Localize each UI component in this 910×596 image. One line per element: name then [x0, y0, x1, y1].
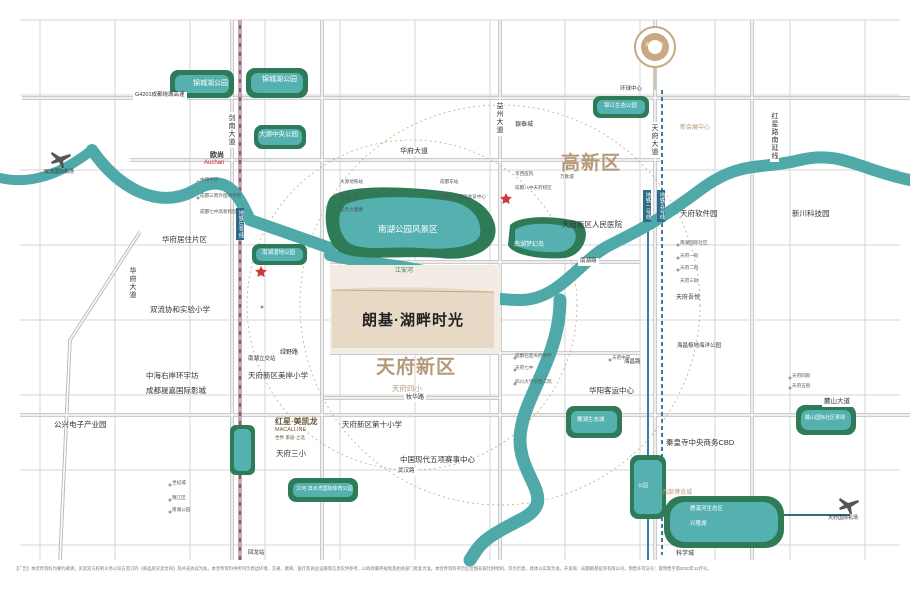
landmark-renmin-hospital: 天府新区人民医院 [562, 220, 622, 229]
park-nanhu-wetland: 南湖湿地公园 [262, 250, 296, 256]
metro-line5: 地铁五号线 [657, 190, 665, 222]
landmark-tianfu3: 天府三小 [276, 449, 306, 458]
park-lushan: 麓山国际社区果球 [805, 415, 846, 421]
landmark-tianfu10: 天府新区第十小学 [342, 420, 402, 429]
park-jincheng-2: 锦城湖公园 [262, 76, 297, 83]
metro-line18: 地铁18号线 [236, 208, 244, 241]
landmark-huilong: 回龙站 [248, 550, 265, 556]
small-poi-label: 天府二街 [680, 265, 699, 270]
poi-dots [168, 180, 792, 514]
landmark-tianfu-bay: 天府新区美岸小学 [248, 371, 308, 380]
landmark-expo-center: 新会展中心 [680, 125, 711, 131]
project-site [330, 265, 500, 353]
landmark-tianfu4: 天府四小 [392, 384, 422, 393]
small-poi-label: 锦城广场 [340, 195, 359, 200]
road-lushan: 麓山大道 [822, 398, 852, 407]
small-poi-label: 南湖公园 [172, 507, 191, 512]
landmark-gongxing: 公兴电子产业园 [54, 420, 107, 429]
radius-circles [246, 104, 701, 506]
landmark-expo: 中国现代五项赛事中心 [400, 455, 475, 464]
tianfu-square-badge [634, 26, 676, 90]
airplane-icon [51, 152, 859, 514]
small-poi-label: 中和中学 [200, 177, 219, 182]
small-poi-label: 成都三原外国语学校 [200, 193, 242, 198]
logo-macalline: 红星·美凯龙 [275, 417, 318, 426]
logo-macalline-en: MACALLINE [275, 427, 307, 433]
landmark-xinchuan: 新川科技园 [792, 209, 830, 218]
landmark-science-city: 科学城 [676, 551, 695, 557]
small-poi-label: 四川大学华西二院 [515, 379, 552, 384]
parks-layer [170, 68, 856, 548]
landmark-qinhuang-cbd: 秦皇寺中央商务CBD [666, 438, 735, 447]
park-jianghe: 江河·滨水湾国际体育公园 [296, 486, 353, 492]
road-lupu: 绿野路 [278, 349, 301, 357]
park-tianfu-center: 麓湖生态城 [577, 417, 605, 423]
small-poi-label: 天府三街 [680, 278, 699, 283]
small-poi-label: 世纪城 [172, 480, 186, 485]
logo-macalline-sub: 世界·家居·之选 [275, 435, 305, 440]
small-poi-label: 美年大健康 [340, 207, 363, 212]
small-poi-label: 天府七中 [515, 365, 534, 370]
disclaimer-footnote: 【广告】本宣传资料为要约邀请，买卖双方权利义务以双方签订的《商品房买卖合同》及补… [14, 566, 712, 571]
small-poi-label: 成都天府国际会议中心 [440, 194, 486, 199]
metro-line1: 地铁一号线 [643, 190, 651, 222]
landmark-xibu-expo: 西部博览城 [662, 490, 693, 496]
landmark-cinema: 成都晟嘉国际影城 [146, 386, 206, 395]
road-huafu: 华府大道 [398, 147, 430, 156]
small-poi-label: 天府四街 [792, 373, 811, 378]
park-nanhu-scenic: 南湖公园风景区 [378, 224, 438, 234]
small-poi-label: 天府五街 [792, 383, 811, 388]
landmark-huanqiu: 环球中心 [620, 86, 643, 92]
landmark-tianfu-airport: 天府国际机场 [828, 515, 859, 521]
landmark-zhonghai: 中海右岸环宇坊 [146, 371, 199, 380]
park-xihe: 锦江生态公园 [604, 103, 638, 109]
park-xinglong: 兴隆湖 [690, 521, 707, 527]
road-wuhan: 武汉路 [396, 468, 417, 476]
road-g4201: G4201成都绕城高速 [133, 92, 187, 100]
small-poi-label: 成都八中天府校区 [515, 185, 552, 190]
road-yizhou: 益州大道 [495, 100, 504, 136]
district-gaoxin: 高新区 [561, 153, 622, 174]
landmark-nanhu-interchange: 南湖立交站 [248, 356, 276, 362]
landmark-haichang: 海昌极地海洋公园 [677, 343, 722, 349]
road-jiannan: 剑南大道 [227, 112, 236, 148]
park-nanhu-dream: 南湖梦幻岛 [514, 242, 545, 248]
park-dayuan: 大源中央公园 [259, 131, 298, 138]
landmark-shuangliu: 双流协和实验小学 [150, 305, 210, 314]
small-poi-label: 天府中学 [612, 355, 631, 360]
project-name: 朗基·湖畔时光 [362, 312, 464, 329]
landmark-tianfu-wuyue: 天府吾悦 [676, 295, 701, 301]
star-icon [255, 193, 512, 277]
road-nanhu: 南湖路 [578, 258, 599, 266]
small-poi-label: 成都石室天府中学 [515, 353, 552, 358]
small-poi-label: 天府一街 [680, 253, 699, 258]
small-poi-label: 华西医院 [515, 171, 534, 176]
road-hongxing: 红星路南延线 [770, 110, 779, 162]
landmark-haichang-rd: 海昌路 [624, 359, 641, 365]
landmark-yintai: 银泰城 [515, 122, 534, 128]
landmark-software-park: 天府软件园 [680, 209, 718, 218]
road-muhua: 牧华路 [404, 394, 427, 402]
park-tianfu-lake: 鹿溪河生态区 [690, 506, 724, 512]
small-poi-label: 万象城 [560, 174, 574, 179]
small-poi-label: 锦江区 [172, 495, 186, 500]
road-tianfu: 天府大道 [650, 122, 659, 158]
river-label: 江安河 [395, 268, 414, 274]
logo-auchan: 欧尚 [210, 152, 224, 159]
logo-auchan-en: Auchan [204, 160, 225, 166]
district-tianfu: 天府新区 [376, 357, 457, 378]
small-poi-label: 南湖国际社区 [680, 240, 708, 245]
landmark-shuangliu-airport: 双流国际机场 [44, 169, 75, 175]
park-station: 公园 [638, 483, 649, 489]
landmark-huayang-hub: 华阳客运中心 [589, 386, 634, 395]
landmark-huaxu: 华府居住片区 [162, 235, 207, 244]
park-jincheng: 锦城湖公园 [193, 80, 228, 87]
small-poi-label: 成都东站 [440, 179, 459, 184]
road-huafu-west: 华府大道 [128, 265, 137, 301]
small-poi-label: 成都七中高新校区 [200, 209, 237, 214]
landmark-tianfu-square: 天府广场 [645, 42, 663, 47]
small-poi-label: 大源地铁站 [340, 179, 363, 184]
